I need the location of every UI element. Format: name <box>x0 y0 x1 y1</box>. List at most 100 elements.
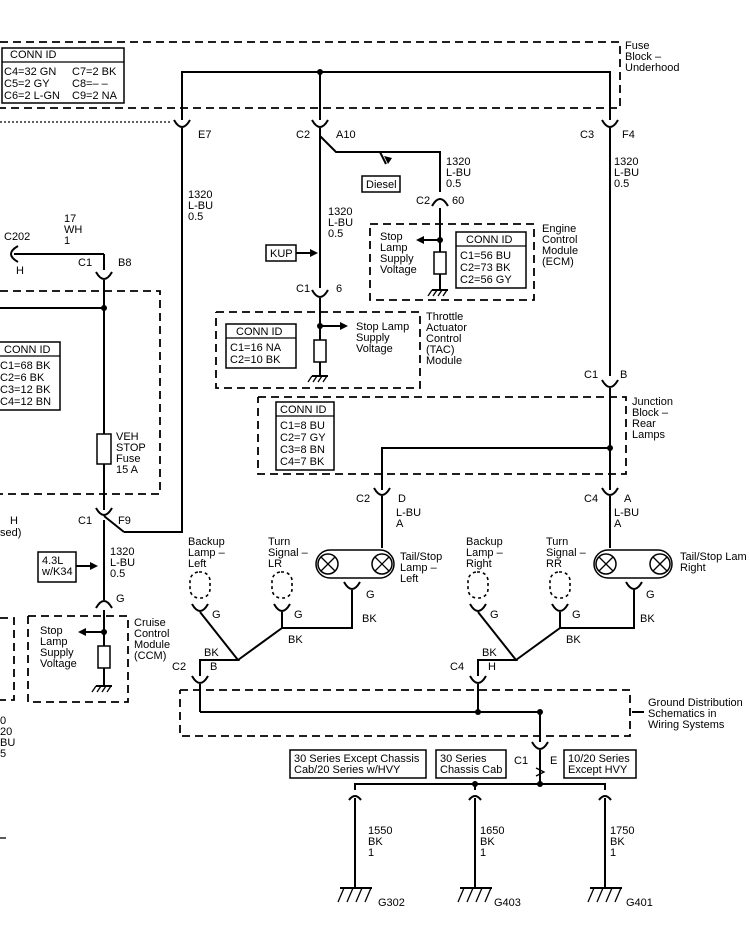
text-line: Stop Lamp <box>356 321 409 333</box>
conn-id-row: C6=2 L-GN <box>4 90 60 102</box>
svg-text:60: 60 <box>452 195 464 207</box>
svg-text:C4: C4 <box>584 493 598 505</box>
conn-id-row: C9=2 NA <box>72 90 118 102</box>
text-line: L-BU <box>614 167 639 179</box>
text-line: 1320 <box>446 156 470 168</box>
text-line: Stop <box>40 625 63 637</box>
text-line: Lamp <box>380 242 408 254</box>
text-line: Supply <box>356 332 390 344</box>
svg-text:CONN ID: CONN ID <box>280 404 327 416</box>
text-line: Underhood <box>625 62 679 74</box>
text-line: Right <box>680 562 706 574</box>
text-line: Schematics in <box>648 708 716 720</box>
text-line: Stop <box>380 231 403 243</box>
tac-conn-id: CONN ID C1=16 NA C2=10 BK <box>225 323 297 369</box>
svg-text:C1=56 BU: C1=56 BU <box>460 250 511 262</box>
svg-text:B: B <box>620 369 627 381</box>
text-line: BK <box>480 836 495 848</box>
conn-label: C3 <box>580 129 594 141</box>
text-line: Ground Distribution <box>648 697 743 709</box>
svg-text:C4=12 BN: C4=12 BN <box>0 396 51 408</box>
svg-text:A: A <box>624 493 632 505</box>
svg-text:BK: BK <box>640 613 655 625</box>
connector-c3-f4: C3 F4 <box>580 119 635 141</box>
conn-id-header: CONN ID <box>10 49 57 61</box>
connector-c1-b8: C1 B8 <box>78 257 131 280</box>
fuse-block-conn-id-box <box>1 47 125 104</box>
ground-symbol-g403: G403 <box>457 887 521 909</box>
svg-text:B8: B8 <box>118 257 131 269</box>
svg-text:C1: C1 <box>584 369 598 381</box>
text-line: L-BU <box>396 507 421 519</box>
connector-c1-e: C1 E <box>514 741 557 767</box>
text-line: Cab/20 Series w/HVY <box>294 764 401 776</box>
text-line: Lamp – <box>400 562 438 574</box>
text-line: Junction <box>632 396 673 408</box>
text-line: Left <box>400 573 418 585</box>
svg-text:CONN ID: CONN ID <box>236 326 283 338</box>
text-line: Tail/Stop Lam <box>680 551 747 563</box>
svg-text:H: H <box>16 265 24 277</box>
svg-text:BK: BK <box>204 647 219 659</box>
svg-text:G: G <box>646 589 655 601</box>
text-line: w/K34 <box>41 566 73 578</box>
svg-text:C2=73 BK: C2=73 BK <box>460 262 511 274</box>
connector-c1-b: C1 B <box>584 369 627 388</box>
text-line: Lamp – <box>466 547 504 559</box>
connector-c2-d: C2 D <box>356 487 406 505</box>
bcm-conn-id: CONN ID C1=68 BK C2=6 BK C3=12 BK C4=12 … <box>0 341 61 411</box>
pin-label: E7 <box>198 129 211 141</box>
ccm-connector-g: G <box>95 593 125 609</box>
text-line: 1550 <box>368 825 392 837</box>
svg-text:Diesel: Diesel <box>366 179 397 191</box>
svg-text:C2: C2 <box>416 195 430 207</box>
text-line: 0.5 <box>188 211 203 223</box>
text-line: BK <box>368 836 383 848</box>
text-line: 0.5 <box>614 178 629 190</box>
svg-text:CONN ID: CONN ID <box>466 234 513 246</box>
text-line: (ECM) <box>542 256 574 268</box>
text-line: 1 <box>480 847 486 859</box>
svg-text:G401: G401 <box>626 897 653 909</box>
text-line: (TAC) <box>426 344 455 356</box>
svg-text:G: G <box>116 593 125 605</box>
tail-stop-lamp-right: G <box>593 549 673 601</box>
svg-text:G: G <box>490 609 499 621</box>
text-line: 1320 <box>188 189 212 201</box>
tag-kup: KUP <box>265 244 318 262</box>
text-line: Supply <box>380 253 414 265</box>
svg-text:BK: BK <box>482 647 497 659</box>
ecm-conn-id: CONN ID C1=56 BU C2=73 BK C2=56 GY <box>455 231 527 289</box>
text-line: Except HVY <box>568 764 628 776</box>
text-line: 1320 <box>614 156 638 168</box>
svg-text:sed): sed) <box>0 527 21 539</box>
svg-text:CONN ID: CONN ID <box>4 344 51 356</box>
connector-c4-a: C4 A <box>584 487 632 505</box>
text-line: STOP <box>116 442 146 454</box>
svg-text:BK: BK <box>362 613 377 625</box>
text-line: Wiring Systems <box>648 719 725 731</box>
svg-text:4.3Lw/K34: 4.3Lw/K34 <box>41 555 73 578</box>
svg-text:C2=10 BK: C2=10 BK <box>230 354 281 366</box>
text-line: 1 <box>610 847 616 859</box>
text-line: Module <box>426 355 462 367</box>
text-line: Rear <box>632 418 656 430</box>
